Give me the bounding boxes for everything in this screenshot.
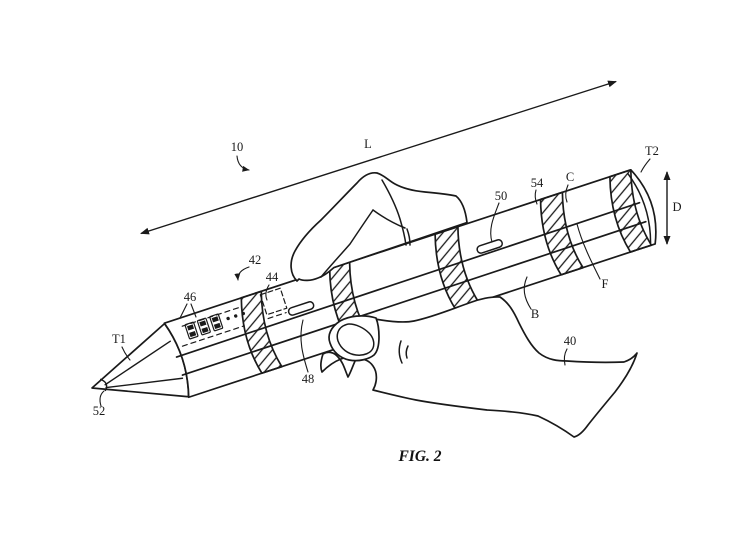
length-dimension-arrow bbox=[140, 80, 617, 235]
ref-label-B: B bbox=[531, 307, 539, 321]
leader-46a bbox=[179, 303, 188, 319]
leader-54 bbox=[534, 189, 538, 205]
leader-t1 bbox=[121, 346, 131, 361]
leader-t2 bbox=[640, 158, 651, 173]
thumb-web-curve bbox=[372, 209, 406, 229]
connector-dashed-line-bottom2 bbox=[267, 311, 287, 320]
ref-label-40: 40 bbox=[564, 334, 577, 348]
ref-label-42: 42 bbox=[249, 253, 262, 267]
ref-label-54: 54 bbox=[531, 176, 544, 190]
ref-label-52: 52 bbox=[93, 404, 106, 418]
ref-label-10: 10 bbox=[231, 140, 244, 154]
palm-crease-mark-2 bbox=[405, 345, 409, 359]
cone-facet-line-upper bbox=[104, 340, 172, 386]
leader-c bbox=[565, 184, 569, 203]
leader-42 bbox=[234, 266, 250, 281]
leader-10 bbox=[236, 155, 250, 172]
slot-opening-50 bbox=[476, 239, 503, 254]
leader-lines bbox=[99, 155, 651, 407]
slot-opening-48 bbox=[287, 301, 315, 316]
ref-label-46: 46 bbox=[184, 290, 197, 304]
leader-f bbox=[576, 223, 601, 280]
ref-label-T1: T1 bbox=[112, 332, 126, 346]
ref-label-D: D bbox=[672, 200, 681, 214]
ellipsis-dots bbox=[226, 311, 246, 321]
ref-label-F: F bbox=[602, 277, 609, 291]
thumbnail bbox=[336, 323, 375, 356]
palm-crease-mark-1 bbox=[398, 340, 403, 364]
fist-and-wrist bbox=[320, 296, 638, 438]
leader-40 bbox=[563, 348, 568, 366]
ref-label-T2: T2 bbox=[645, 144, 659, 158]
tip-piece-arc bbox=[100, 378, 108, 392]
leader-b bbox=[523, 276, 532, 310]
dashed-region-44 bbox=[259, 287, 288, 316]
contact-pads bbox=[184, 313, 224, 340]
connector-dashed-line-bottom bbox=[181, 325, 245, 347]
hatched-band-1 bbox=[240, 290, 283, 375]
leader-50 bbox=[490, 202, 500, 243]
ref-label-50: 50 bbox=[495, 189, 508, 203]
cone-facet-line-lower bbox=[105, 377, 184, 389]
leader-44 bbox=[265, 284, 270, 301]
hatched-band-4 bbox=[539, 191, 584, 276]
index-finger-and-knuckles bbox=[290, 172, 468, 282]
index-finger-back-edge bbox=[381, 179, 407, 246]
ref-label-48: 48 bbox=[302, 372, 315, 386]
hatched-band-5-cap bbox=[609, 168, 653, 253]
ref-label-L: L bbox=[364, 137, 372, 151]
knuckle-short-line bbox=[406, 228, 411, 246]
leader-48 bbox=[300, 319, 309, 373]
ref-label-C: C bbox=[566, 170, 574, 184]
ref-label-44: 44 bbox=[266, 270, 279, 284]
stylus-drawing bbox=[91, 168, 657, 399]
index-finger-crease bbox=[320, 209, 374, 278]
figure-caption: FIG. 2 bbox=[397, 448, 441, 465]
leader-52 bbox=[99, 390, 105, 407]
hand-drawing bbox=[290, 172, 638, 438]
leader-46b bbox=[190, 303, 197, 318]
